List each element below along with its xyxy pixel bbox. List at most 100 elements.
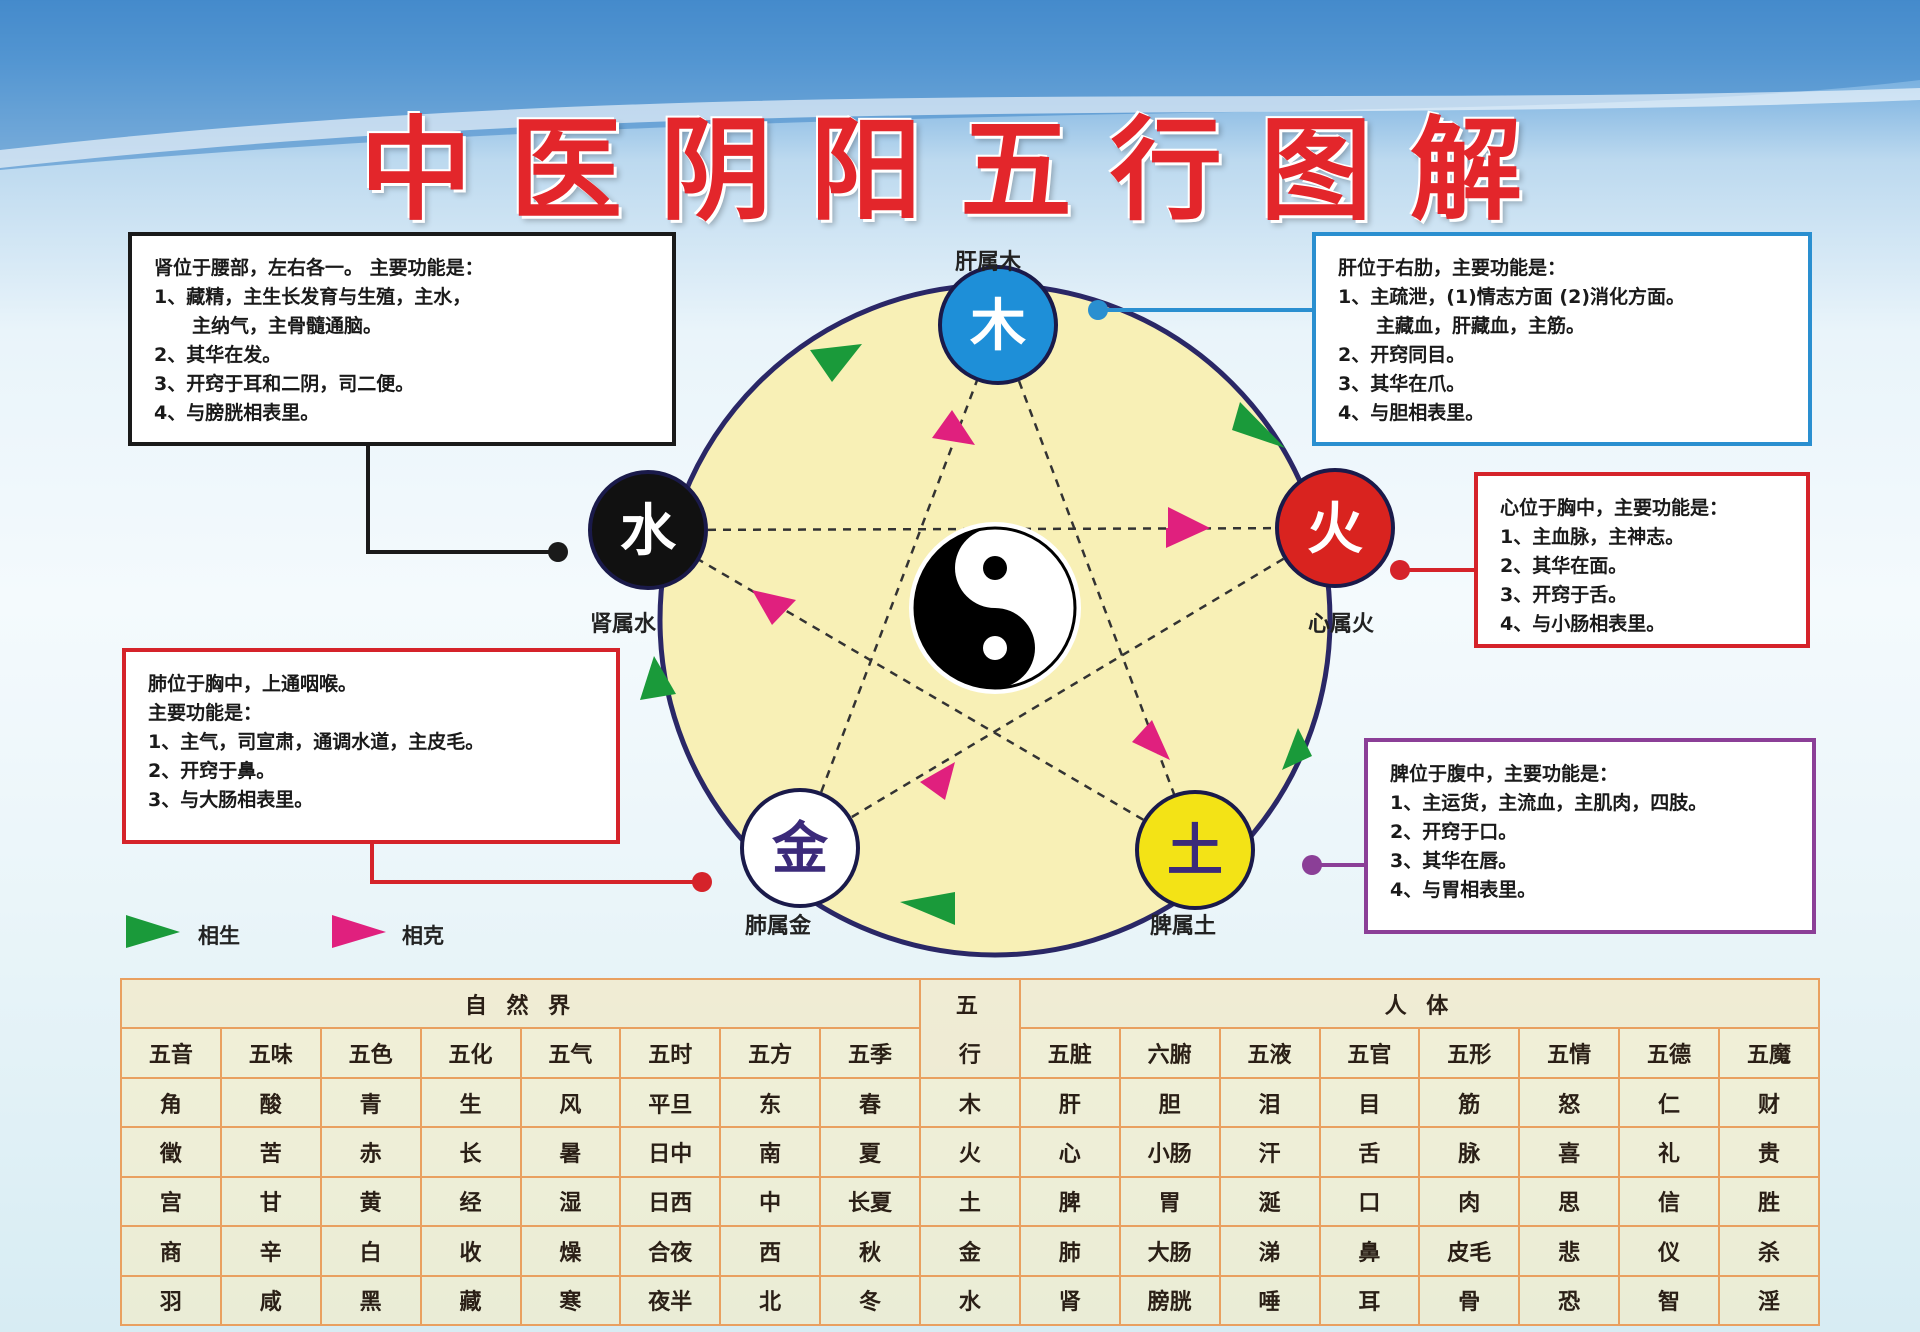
table-cell: 肉 [1418,1175,1521,1228]
table-cell: 木 [919,1076,1021,1129]
element-water: 水 [588,470,708,590]
table-cell: 黄 [319,1175,422,1228]
table-row: 宫甘黄经湿日西中长夏土脾胃涎口肉思信胜 [120,1175,1820,1228]
page-title: 中医阴阳五行图解 [360,106,1560,236]
table-cell: 寒 [519,1274,622,1327]
lung-line: 3、与大肠相表里。 [148,789,314,811]
table-cell: 羽 [120,1274,222,1327]
table-cell: 白 [319,1225,422,1277]
element-metal-glyph: 金 [771,817,829,882]
generation-arrow [1282,728,1312,770]
header-cell: 五化 [419,1027,522,1079]
table-cell: 咸 [219,1274,322,1327]
table-cell: 南 [719,1126,822,1178]
kidney-line: 3、开窍于耳和二阴，司二便。 [154,373,415,395]
header-cell: 五液 [1218,1027,1321,1079]
header-cell: 五气 [519,1027,622,1079]
table-cell: 水 [919,1274,1021,1327]
table-cell: 贵 [1718,1126,1820,1178]
table-cell: 肺 [1018,1225,1121,1277]
table-cell: 胜 [1718,1175,1820,1228]
group-body: 人 体 [1018,977,1821,1030]
element-fire-glyph: 火 [1307,497,1363,562]
legend-generate-icon [126,915,180,948]
table-row: 商辛白收燥合夜西秋金肺大肠涕鼻皮毛悲仪杀 [120,1225,1820,1277]
legend-restrain-icon [332,915,386,948]
group-wu: 五 [919,977,1021,1029]
header-cell: 五方 [719,1027,822,1079]
heart-line: 心位于胸中，主要功能是： [1500,497,1729,519]
table-cell: 合夜 [619,1225,722,1277]
table-cell: 东 [719,1076,822,1129]
table-cell: 淫 [1718,1274,1820,1327]
liver-line: 主藏血，肝藏血，主筋。 [1376,315,1586,337]
table-cell: 商 [120,1225,222,1277]
table-cell: 长夏 [819,1175,921,1228]
table-cell: 肝 [1018,1076,1121,1129]
element-earth-glyph: 土 [1167,819,1223,884]
generation-arrow [640,656,676,700]
generation-arrows [640,344,1312,925]
element-metal: 金 [740,788,860,908]
restraint-arrow [1166,528,1210,548]
header-cell: 行 [919,1028,1021,1079]
table-row: 角酸青生风平旦东春木肝胆泪目筋怒仁财 [120,1076,1820,1129]
heart-line: 3、开窍于舌。 [1500,584,1628,606]
table-cell: 宫 [120,1175,222,1228]
element-wood-glyph: 木 [970,294,1026,359]
kidney-line: 1、藏精，主生长发育与生殖，主水， [154,286,472,308]
restraint-arrows [752,410,1210,800]
table-cell: 鼻 [1318,1225,1421,1277]
table-cell: 经 [419,1175,522,1228]
header-cell: 五魔 [1718,1027,1820,1079]
lung-line: 2、开窍于鼻。 [148,760,276,782]
spleen-info-box: 脾位于腹中，主要功能是： 1、主运货，主流血，主肌肉，四肢。 2、开窍于口。 3… [1364,738,1816,934]
table-cell: 杀 [1718,1225,1820,1277]
table-cell: 筋 [1418,1076,1521,1129]
table-cell: 火 [919,1126,1021,1178]
table-cell: 日西 [619,1175,722,1228]
table-cell: 小肠 [1118,1126,1221,1178]
element-fire: 火 [1275,468,1395,588]
spleen-line: 3、其华在唇。 [1390,850,1518,872]
liver-line: 2、开窍同目。 [1338,344,1466,366]
table-cell: 胆 [1118,1076,1221,1129]
header-cell: 五形 [1418,1027,1521,1079]
heart-line: 4、与小肠相表里。 [1500,613,1666,635]
table-cell: 泪 [1218,1076,1321,1129]
element-earth: 土 [1135,790,1255,910]
table-cell: 生 [419,1076,522,1129]
table-cell: 喜 [1518,1126,1621,1178]
heart-info-box: 心位于胸中，主要功能是： 1、主血脉，主神志。 2、其华在面。 3、开窍于舌。 … [1474,472,1810,648]
label-fire: 心属火 [1308,612,1375,637]
header-cell: 六腑 [1118,1027,1221,1079]
liver-info-box: 肝位于右肋，主要功能是： 1、主疏泄，(1)情志方面 (2)消化方面。 主藏血，… [1312,232,1812,446]
lung-info-box: 肺位于胸中，上通咽喉。 主要功能是： 1、主气，司宣肃，通调水道，主皮毛。 2、… [122,648,620,844]
restraint-arrow [920,762,955,800]
table-cell: 口 [1318,1175,1421,1228]
table-cell: 仪 [1618,1225,1720,1277]
kidney-line: 4、与膀胱相表里。 [154,402,320,424]
table-cell: 燥 [519,1225,622,1277]
box-connectors [366,308,1474,884]
table-cell: 收 [419,1225,522,1277]
table-cell: 北 [719,1274,822,1327]
header-cell: 五色 [319,1027,422,1079]
table-cell: 舌 [1318,1126,1421,1178]
legend-restrain-label: 相克 [402,924,444,948]
table-cell: 信 [1618,1175,1720,1228]
table-cell: 西 [719,1225,822,1277]
generation-arrow [1232,402,1285,448]
table-cell: 徵 [120,1126,222,1178]
table-cell: 礼 [1618,1126,1720,1178]
restraint-arrow [932,410,975,445]
restraint-arrow [1132,720,1170,760]
element-water-glyph: 水 [620,499,677,564]
yin-yang-icon [909,522,1081,694]
element-wood: 木 [938,265,1058,385]
group-nature: 自 然 界 [120,977,921,1030]
table-header-row: 五音 五味 五色 五化 五气 五时 五方 五季 行 五脏 六腑 五液 五官 五形… [120,1027,1820,1079]
table-cell: 金 [919,1225,1021,1277]
table-cell: 耳 [1318,1274,1421,1327]
table-cell: 目 [1318,1076,1421,1129]
